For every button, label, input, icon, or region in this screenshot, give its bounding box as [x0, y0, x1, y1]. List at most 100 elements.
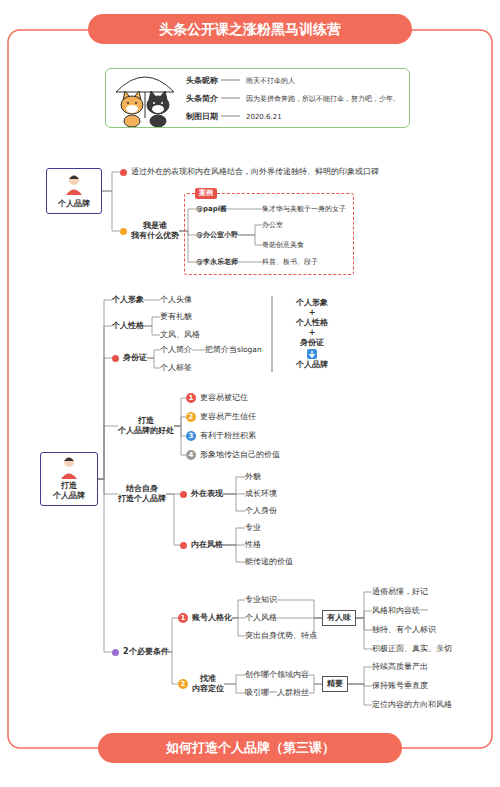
node-text: 个人性格 — [112, 321, 144, 331]
node-text: 性格 — [245, 540, 261, 549]
node-text: 文风、风格 — [160, 330, 200, 339]
branch-line — [232, 600, 245, 618]
node-text: 保持账号垂直度 — [372, 681, 428, 690]
node-text: 打造 个人品牌的好处 — [118, 416, 174, 436]
branch-line — [169, 618, 178, 652]
branch-line — [98, 426, 118, 479]
branch-line — [224, 675, 245, 684]
mindmap-node: 保持账号垂直度 — [372, 681, 428, 690]
person-icon — [66, 175, 82, 195]
node-text: 创作哪个领域内容 — [245, 670, 309, 679]
branch-line — [174, 417, 186, 426]
mindmap-node: 独特、有个人标识 — [372, 625, 436, 634]
branch-line — [223, 477, 245, 494]
mindmap-node: 个人头像 — [160, 295, 192, 304]
branch-line — [98, 326, 112, 479]
mindmap-node: 要有礼貌 — [160, 312, 192, 321]
mindmap-node: 案例@papi酱集才华与美貌于一身的女子@办公室小野办公室奇葩创意美食@李永乐老… — [184, 193, 354, 275]
mindmap-node: 打造 个人品牌的好处 — [118, 416, 174, 436]
node-text: 身份证 — [296, 338, 328, 348]
node-text: 雨天不打伞的人 — [246, 77, 295, 86]
mindmap-node: 账号人格化 1 — [178, 613, 232, 623]
person-icon — [61, 457, 77, 479]
dogs-illustration — [116, 77, 174, 127]
mindmap-node: 把简介当slogan — [205, 345, 262, 354]
node-text: 要有礼貌 — [160, 312, 192, 321]
node-text: 个人形象 — [112, 295, 144, 305]
node-text: 更容易产生信任 — [200, 412, 256, 421]
node-text: + — [296, 308, 328, 318]
mindmap-node: 我是谁 我有什么优势 — [120, 221, 179, 241]
mindmap-node: 头条昵称雨天不打伞的人头条简介因为要拼命奔跑，所以不能打伞，努力吧，少年。制图日… — [105, 68, 410, 128]
title: 头条公开课之涨粉黑马训练营 — [0, 14, 500, 44]
mindmap-node: 性格 — [245, 540, 261, 549]
callout-number: 1 — [178, 613, 188, 623]
node-text: 能传递的价值 — [245, 557, 293, 566]
mindmap-node: 通过外在的表现和内在风格结合，向外界传递独特、鲜明的印象或口碑 — [120, 167, 379, 176]
node-text: 奇葩创意美食 — [262, 241, 304, 250]
mindmap-node: 有人味 — [322, 610, 356, 626]
branch-line — [102, 172, 120, 191]
mindmap-node: 个人品牌 — [46, 168, 102, 214]
page-frame — [8, 30, 492, 748]
mindmap-node: 突出自身优势、特点 — [245, 631, 317, 640]
bullet-dot — [180, 491, 187, 498]
branch-line — [227, 209, 262, 210]
node-text: 案例 — [195, 188, 217, 199]
node-text: 内在风格 — [191, 540, 223, 550]
summary-bracket — [272, 296, 273, 372]
branch-line — [348, 684, 372, 705]
node-text: 外貌 — [245, 472, 261, 481]
node-text: 更容易被记住 — [200, 393, 248, 402]
mindmap-node: 更容易被记住 1 — [186, 393, 248, 402]
branch-line — [232, 618, 245, 636]
mindmap-node: 办公室 — [262, 221, 283, 230]
mindmap-node: 个人标签 — [160, 363, 192, 372]
info-dashes — [221, 80, 240, 116]
node-text: 集才华与美貌于一身的女子 — [262, 205, 346, 214]
mindmap-node: 个人形象+个人性格+身份证个人品牌 — [296, 298, 328, 370]
branch-line — [144, 300, 160, 301]
node-text: @papi酱 — [196, 205, 227, 214]
bullet-dot — [180, 542, 187, 549]
node-text: 头条昵称 — [186, 76, 218, 85]
branch-line — [192, 350, 205, 351]
node-text: 因为要拼命奔跑，所以不能打伞，努力吧，少年。 — [246, 95, 400, 104]
callout-number: 1 — [186, 393, 196, 403]
node-text: 持续高质量产出 — [372, 662, 428, 671]
bullet-dot — [112, 355, 119, 362]
mindmap-node: 定位内容的方向和风格 — [372, 700, 452, 709]
branch-line — [98, 358, 112, 479]
branch-line — [238, 225, 262, 235]
node-text: 个人品牌 — [296, 360, 328, 370]
bullet-dot — [120, 169, 127, 176]
bullet-dot — [112, 649, 119, 656]
mindmap-node: 找准 内容定位2 — [178, 674, 224, 694]
branch-line — [223, 494, 245, 511]
node-text: @办公室小野 — [196, 231, 238, 240]
mindmap-node: 专业知识 — [245, 595, 277, 604]
branch-line — [277, 600, 322, 618]
branch-line — [238, 235, 262, 245]
mindmap-node: 身份证 — [112, 353, 147, 363]
node-text: 成长环境 — [245, 489, 277, 498]
node-text: 有人味 — [327, 613, 351, 623]
node-text: 账号人格化 — [192, 613, 232, 623]
branch-line — [179, 231, 196, 262]
node-text: 独特、有个人标识 — [372, 625, 436, 634]
node-text: 积极正面、真实、亲切 — [372, 644, 452, 653]
down-arrow-icon — [307, 349, 317, 359]
branch-line — [166, 494, 180, 545]
mindmap-node: 创作哪个领域内容 — [245, 670, 309, 679]
branch-line — [224, 684, 245, 693]
node-text: 头条简介 — [186, 94, 218, 103]
mindmap-node: 持续高质量产出 — [372, 662, 428, 671]
node-text: 打造 个人品牌 — [53, 481, 85, 501]
branch-line — [169, 652, 178, 684]
node-text: 定位内容的方向和风格 — [372, 700, 452, 709]
mindmap-node: 外在表现 — [180, 489, 223, 499]
mindmap-node: 更容易产生信任2 — [186, 412, 256, 421]
branch-line — [179, 209, 196, 231]
mindmap-node: 结合自身 打造个人品牌 — [118, 484, 166, 504]
